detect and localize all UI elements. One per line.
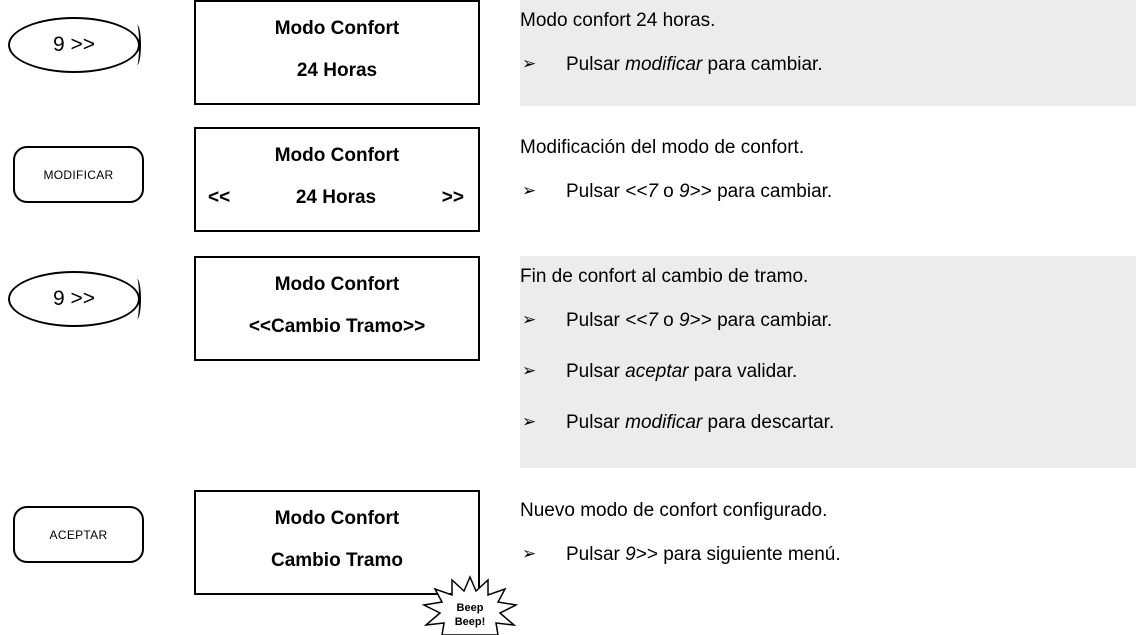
lcd-display-cambio-tramo: Modo Confort <<Cambio Tramo>>	[194, 256, 480, 361]
lcd-display-comfort-24h: Modo Confort 24 Horas	[194, 0, 480, 105]
description-title: Modificación del modo de confort.	[520, 137, 805, 158]
aceptar-key-label: ACEPTAR	[49, 527, 108, 542]
description-modify-comfort: Modificación del modo de confort. ➢ Puls…	[520, 127, 1136, 217]
description-cambio-tramo: Fin de confort al cambio de tramo. ➢ Pul…	[520, 256, 1136, 468]
beep-label-2: Beep!	[454, 616, 486, 628]
modificar-key[interactable]: MODIFICAR	[13, 146, 144, 203]
instruction-bullet: ➢ Pulsar aceptar para validar.	[522, 361, 798, 382]
instruction-bullet: ➢ Pulsar <<7 o 9>> para cambiar.	[522, 310, 833, 331]
arrow-bullet-icon: ➢	[522, 361, 537, 380]
lcd-line-1: Modo Confort	[274, 145, 400, 166]
arrow-bullet-icon: ➢	[522, 412, 537, 431]
next-key-9[interactable]: 9 >>	[8, 271, 141, 327]
arrow-bullet-icon: ➢	[522, 181, 537, 200]
arrow-bullet-icon: ➢	[522, 544, 537, 563]
lcd-line-2: Cambio Tramo	[271, 550, 403, 571]
next-key-9[interactable]: 9 >>	[8, 17, 141, 73]
instruction-bullet: ➢ Pulsar <<7 o 9>> para cambiar.	[522, 181, 833, 202]
lcd-line-1: Modo Confort	[274, 18, 400, 39]
lcd-line-2: 24 Horas	[296, 60, 378, 81]
arrow-bullet-icon: ➢	[522, 54, 537, 73]
arrow-bullet-icon: ➢	[522, 310, 537, 329]
instruction-bullet: ➢ Pulsar modificar para cambiar.	[522, 54, 823, 75]
next-key-label: 9 >>	[52, 287, 96, 310]
instruction-bullet: ➢ Pulsar modificar para descartar.	[522, 412, 835, 433]
lcd-value: 24 Horas	[295, 187, 377, 208]
lcd-left-arrows: <<	[208, 187, 231, 208]
next-key-label: 9 >>	[52, 33, 96, 56]
description-title: Nuevo modo de confort configurado.	[520, 500, 828, 521]
lcd-display-confirmed: Modo Confort Cambio Tramo	[194, 490, 480, 595]
lcd-line-1: Modo Confort	[274, 274, 400, 295]
description-title: Modo confort 24 horas.	[520, 10, 716, 31]
lcd-display-modify-comfort: Modo Confort << 24 Horas >>	[194, 127, 480, 232]
lcd-line-1: Modo Confort	[274, 508, 400, 529]
modificar-key-label: MODIFICAR	[43, 167, 114, 182]
description-comfort-24h: Modo confort 24 horas. ➢ Pulsar modifica…	[520, 0, 1136, 106]
description-confirmed: Nuevo modo de confort configurado. ➢ Pul…	[520, 490, 1136, 590]
beep-burst-icon: Beep Beep!	[420, 575, 520, 635]
aceptar-key[interactable]: ACEPTAR	[13, 506, 144, 563]
beep-label-1: Beep	[456, 602, 484, 614]
lcd-right-arrows: >>	[441, 187, 464, 208]
instruction-bullet: ➢ Pulsar 9>> para siguiente menú.	[522, 544, 841, 565]
description-title: Fin de confort al cambio de tramo.	[520, 266, 809, 287]
lcd-line-2: << 24 Horas >>	[196, 187, 478, 209]
lcd-line-2: <<Cambio Tramo>>	[248, 316, 426, 337]
